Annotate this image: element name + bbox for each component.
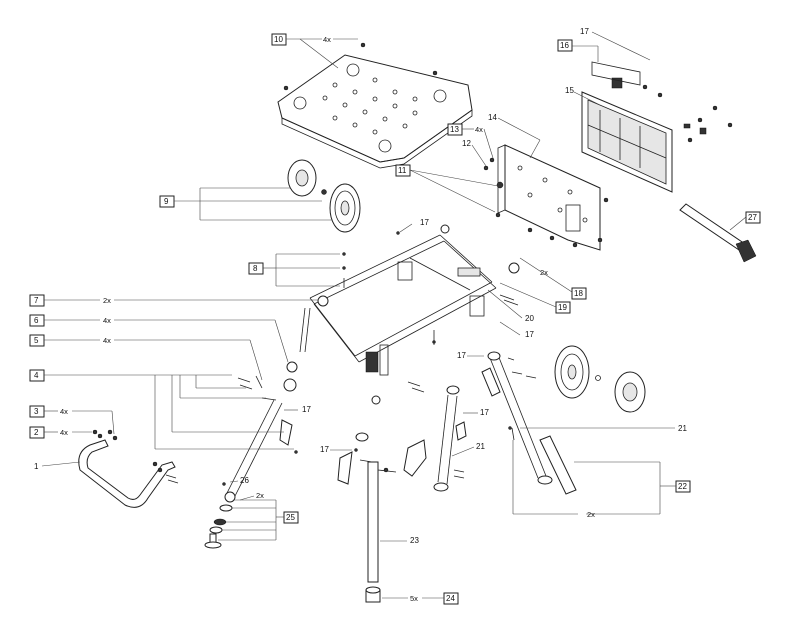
callout-5: 5 4x [29, 334, 263, 381]
svg-text:21: 21 [476, 442, 485, 451]
svg-text:10: 10 [274, 35, 283, 44]
callout-25: 2x 25 [218, 491, 299, 541]
callout-20: 20 [487, 289, 534, 323]
svg-text:2x: 2x [540, 268, 548, 277]
svg-text:17: 17 [580, 27, 589, 36]
svg-text:2x: 2x [256, 491, 264, 500]
svg-text:18: 18 [574, 289, 583, 298]
svg-text:20: 20 [525, 314, 534, 323]
svg-text:4x: 4x [103, 316, 111, 325]
svg-text:5: 5 [34, 336, 39, 345]
middle-leg-icon [403, 381, 467, 492]
right-leg-icon [481, 351, 577, 495]
callout-17-frame: 17 [399, 218, 429, 233]
callout-17-right: 17 [499, 321, 534, 339]
svg-text:4x: 4x [60, 428, 68, 437]
side-panel-icon [581, 77, 733, 193]
callout-17-top: 17 [580, 27, 651, 61]
svg-text:17: 17 [525, 330, 534, 339]
svg-text:4: 4 [34, 371, 39, 380]
svg-text:6: 6 [34, 316, 39, 325]
callout-16: 16 [557, 39, 641, 86]
svg-text:19: 19 [558, 303, 567, 312]
svg-text:23: 23 [410, 536, 419, 545]
callout-14: 14 [488, 113, 541, 159]
svg-text:4x: 4x [323, 35, 331, 44]
svg-text:15: 15 [565, 86, 574, 95]
callout-12: 12 [462, 139, 487, 167]
callout-19: 19 [499, 282, 571, 314]
callout-21-mid: 21 [451, 442, 485, 457]
svg-text:17: 17 [457, 351, 466, 360]
callout-22: 22 2x [512, 440, 691, 519]
tabletop-holes [293, 63, 447, 153]
svg-text:21: 21 [678, 424, 687, 433]
callout-17-right-leg: 17 [457, 351, 484, 360]
svg-text:13: 13 [450, 125, 459, 134]
callout-17-middle: 17 [463, 408, 489, 417]
callout-27: 27 [729, 211, 761, 231]
callout-26: 26 [229, 476, 249, 485]
handle-bar-icon [679, 203, 757, 263]
svg-text:17: 17 [302, 405, 311, 414]
svg-text:2: 2 [34, 428, 39, 437]
callout-23: 23 [380, 536, 419, 545]
svg-text:7: 7 [34, 296, 39, 305]
svg-text:2x: 2x [587, 510, 595, 519]
callout-2: 2 4x [29, 426, 92, 439]
callout-9: 9 [159, 187, 332, 221]
svg-text:22: 22 [678, 482, 687, 491]
svg-text:26: 26 [240, 476, 249, 485]
callout-8: 8 [248, 252, 346, 288]
svg-text:1: 1 [34, 462, 39, 471]
tabletop-icon [277, 42, 473, 169]
svg-text:14: 14 [488, 113, 497, 122]
svg-text:3: 3 [34, 407, 39, 416]
callout-17-leg: 17 [284, 405, 311, 414]
svg-text:4x: 4x [103, 336, 111, 345]
svg-text:25: 25 [286, 513, 295, 522]
svg-text:4x: 4x [475, 125, 483, 134]
svg-text:4x: 4x [60, 407, 68, 416]
callout-3: 3 4x [29, 405, 115, 435]
callout-4: 4 [29, 369, 294, 450]
svg-text:16: 16 [560, 41, 569, 50]
svg-text:24: 24 [446, 594, 455, 603]
svg-text:8: 8 [253, 264, 258, 273]
svg-text:9: 9 [164, 197, 169, 206]
callout-11: 11 [395, 164, 499, 213]
svg-text:17: 17 [480, 408, 489, 417]
handle-icon [78, 429, 179, 508]
callout-21: 21 [520, 424, 687, 433]
leg-tube-icon [204, 375, 298, 549]
bracket-plate-icon [483, 144, 609, 251]
svg-text:11: 11 [398, 166, 407, 175]
callout-15: 15 [565, 86, 601, 106]
callout-6: 6 4x [29, 314, 289, 363]
svg-text:12: 12 [462, 139, 471, 148]
callout-10: 10 4x [271, 33, 358, 69]
svg-text:27: 27 [748, 213, 757, 222]
frame-icon [286, 224, 520, 405]
svg-text:5x: 5x [410, 594, 418, 603]
wheel-icon [287, 159, 361, 233]
callout-1: 1 [34, 461, 81, 471]
center-leg-icon [337, 432, 397, 603]
callout-7: 7 2x [29, 294, 318, 307]
svg-text:17: 17 [420, 218, 429, 227]
svg-text:17: 17 [320, 445, 329, 454]
svg-text:2x: 2x [103, 296, 111, 305]
wheel-right-icon [554, 345, 646, 413]
callout-17-center: 17 [320, 445, 352, 454]
callout-24: 5x 24 [382, 592, 459, 605]
callout-13: 13 4x [447, 123, 494, 159]
callout-18: 2x 18 [519, 257, 587, 300]
